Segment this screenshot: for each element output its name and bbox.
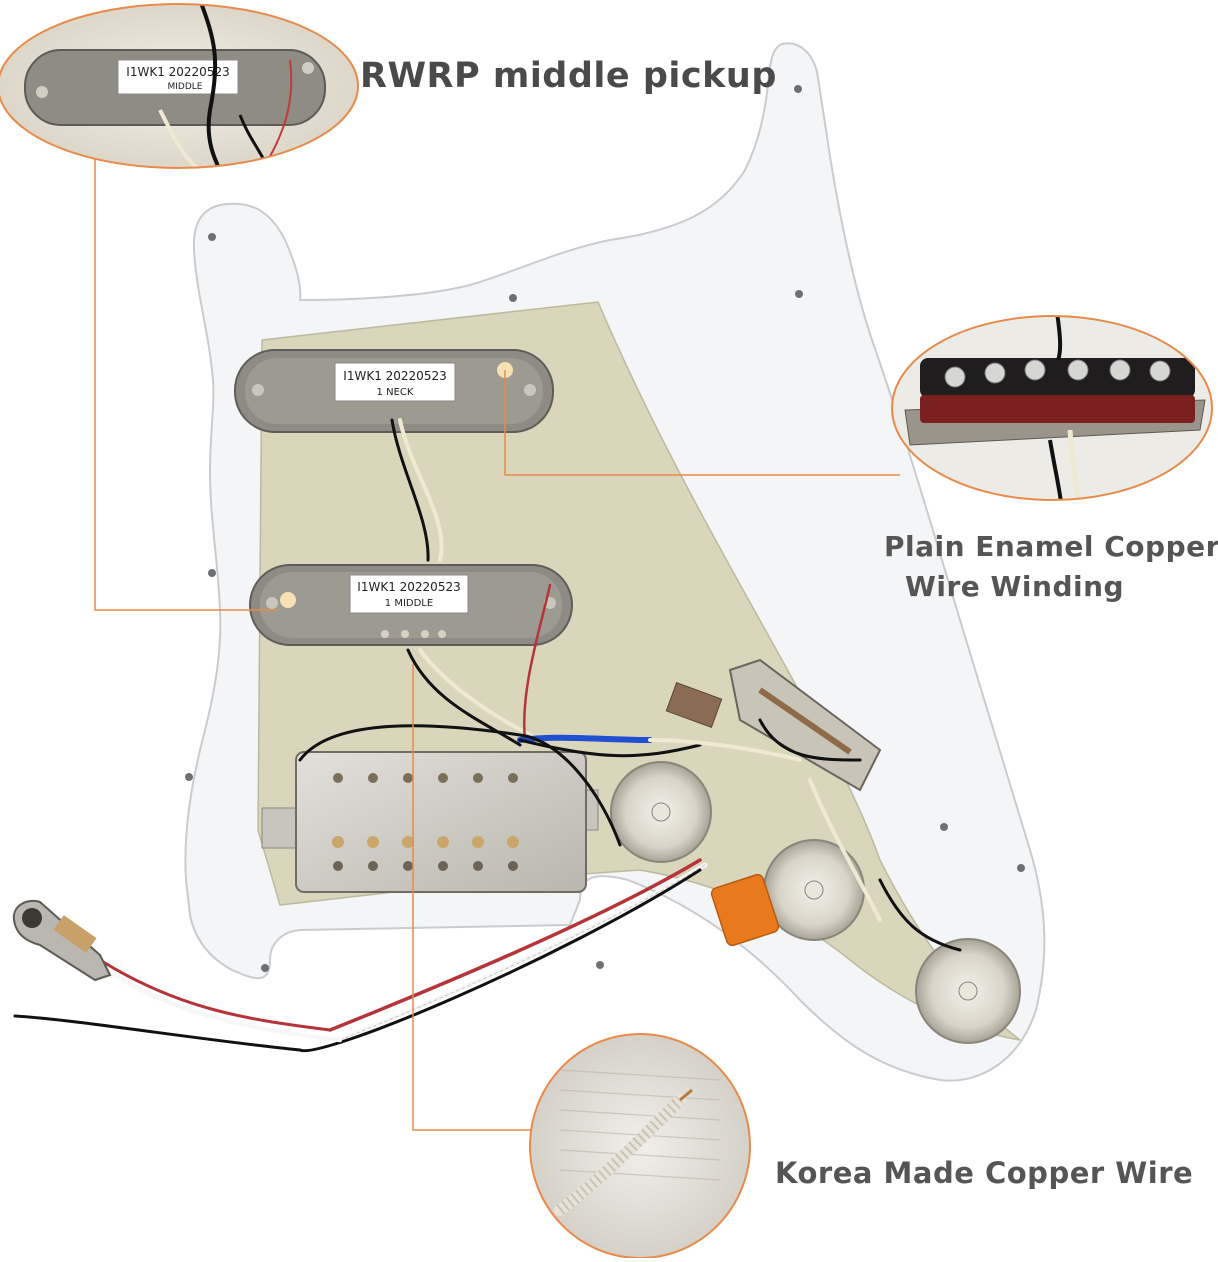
zoom-rwrp-middle-pickup: I1WK1 20220523 MIDDLE [0, 3, 359, 169]
zoom-enamel-winding [891, 315, 1213, 501]
middle-pickup-position: 1 MIDDLE [385, 598, 433, 609]
output-jack [12, 900, 112, 982]
neck-pickup-position: 1 NECK [377, 387, 414, 398]
neck-pickup-code: I1WK1 20220523 [343, 369, 446, 383]
tone-capacitor [710, 873, 780, 947]
wiring [13, 418, 962, 1053]
callout-enamel-line1: Plain Enamel Copper [884, 530, 1218, 563]
callout-korea-copper-wire: Korea Made Copper Wire [775, 1156, 1194, 1190]
zoom-pickup-code: I1WK1 20220523 [126, 65, 229, 79]
callout-rwrp-middle-pickup: RWRP middle pickup [360, 56, 777, 96]
callout-enamel-line2: Wire Winding [905, 570, 1125, 603]
zoom-pickup-position: MIDDLE [168, 82, 203, 92]
middle-pickup-code: I1WK1 20220523 [357, 580, 460, 594]
volume-pot [610, 761, 712, 863]
humbucker-pickup [261, 751, 599, 893]
tone-pot-2 [915, 938, 1021, 1044]
five-way-switch [665, 658, 882, 792]
zoom-copper-wire [529, 1033, 751, 1259]
middle-pickup: I1WK1 20220523 1 MIDDLE [249, 564, 573, 646]
callout-lines [94, 140, 900, 1131]
